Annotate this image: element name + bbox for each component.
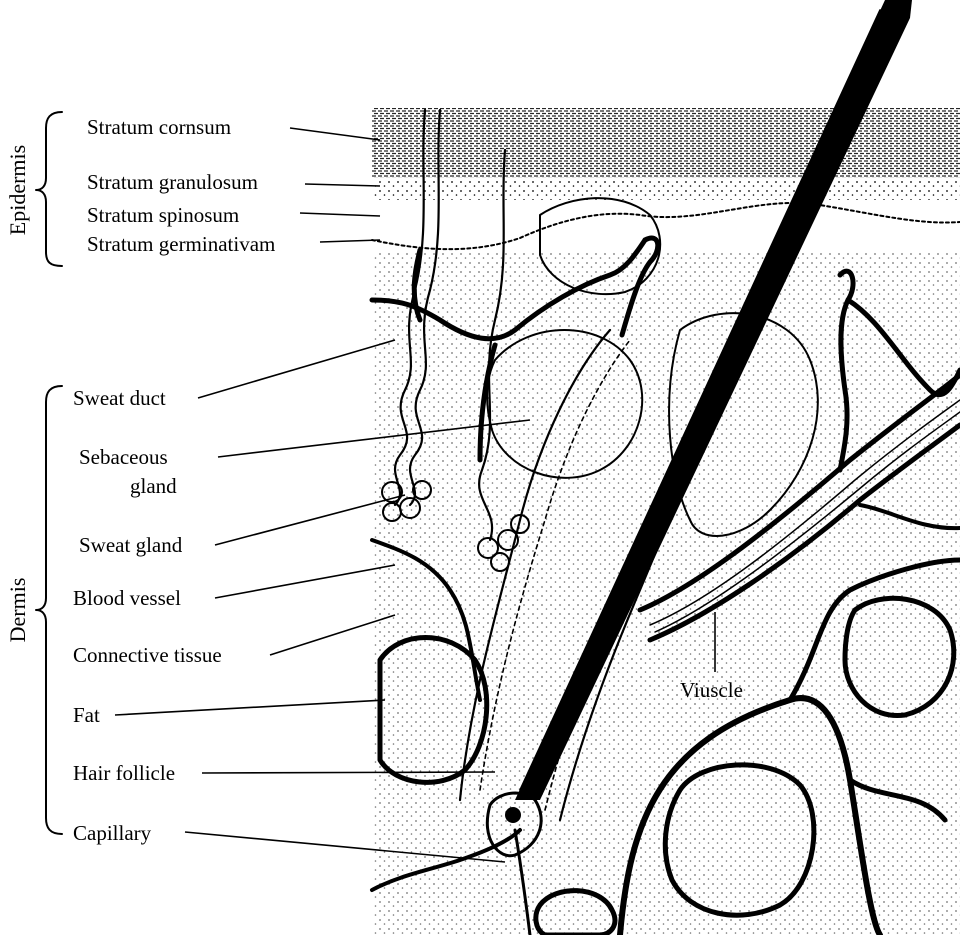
label-sweat-duct: Sweat duct xyxy=(73,386,166,410)
group-label-epidermis: Epidermis xyxy=(5,145,30,235)
fat-lobule xyxy=(377,635,490,785)
fat-lobule xyxy=(662,762,817,918)
leader-sweat-gland xyxy=(214,494,406,546)
label-fat: Fat xyxy=(73,703,100,727)
leader-connective-tissue xyxy=(269,614,396,656)
label-muscle: Viuscle xyxy=(680,678,743,702)
leader-hair-follicle xyxy=(201,771,496,774)
label-connective-tissue: Connective tissue xyxy=(73,643,222,667)
leader-capillary xyxy=(184,831,506,863)
stratum-granulosum-layer xyxy=(372,178,960,200)
fat-lobule xyxy=(842,595,957,719)
leader-sweat-duct xyxy=(197,339,396,399)
leader-sebaceous-gland xyxy=(217,419,531,458)
label-sebaceous-line2: gland xyxy=(130,474,177,498)
label-sebaceous-line1: Sebaceous xyxy=(79,445,168,469)
fat-lobule xyxy=(533,888,618,938)
blood-vessels xyxy=(369,235,960,937)
group-label-dermis: Dermis xyxy=(5,578,30,643)
leader-stratum-spinosum xyxy=(299,212,381,217)
label-capillary: Capillary xyxy=(73,821,152,845)
label-stratum-cornsum: Stratum cornsum xyxy=(87,115,231,139)
label-stratum-granulosum: Stratum granulosum xyxy=(87,170,258,194)
label-blood-vessel: Blood vessel xyxy=(73,586,181,610)
leader-stratum-granulosum xyxy=(304,183,381,187)
leader-stratum-germinativam xyxy=(319,239,381,243)
fat-lobules xyxy=(377,595,957,938)
leader-fat xyxy=(114,699,386,716)
leader-lines xyxy=(114,127,716,863)
leader-stratum-cornsum xyxy=(289,127,381,141)
label-stratum-spinosum: Stratum spinosum xyxy=(87,203,239,227)
leader-blood-vessel xyxy=(214,564,396,599)
stratum-cornsum-layer xyxy=(372,108,960,178)
stratum-germinativam-layer xyxy=(371,201,960,251)
label-hair-follicle: Hair follicle xyxy=(73,761,175,785)
muscle-drawing xyxy=(637,372,960,643)
hair-papilla xyxy=(505,807,521,823)
label-stratum-germinativam: Stratum germinativam xyxy=(87,232,275,256)
epidermis-bracket xyxy=(35,111,63,267)
dermis-bracket xyxy=(35,385,63,835)
label-sweat-gland: Sweat gland xyxy=(79,533,183,557)
epidermis-layers xyxy=(371,108,960,251)
hair-shaft-drawing xyxy=(515,0,912,800)
tissue-boundaries xyxy=(370,538,960,938)
